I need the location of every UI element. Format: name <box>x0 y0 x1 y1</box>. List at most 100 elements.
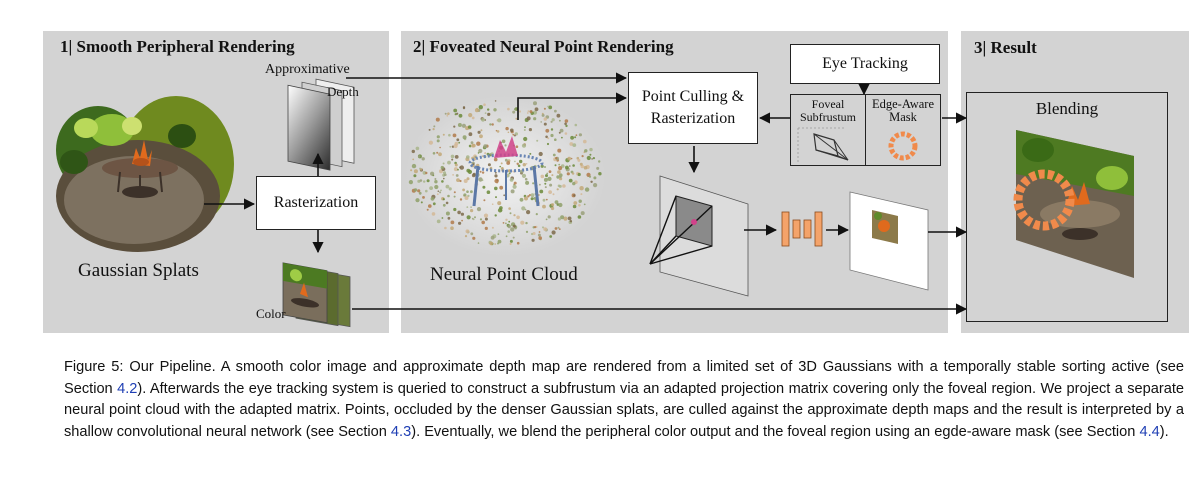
point-cloud-point <box>545 128 550 133</box>
point-cloud-point <box>412 158 415 161</box>
point-cloud-point <box>527 110 530 113</box>
point-cloud-point <box>507 230 511 233</box>
point-cloud-point <box>510 189 515 194</box>
point-cloud-point <box>462 188 465 192</box>
figure-caption: Figure 5: Our Pipeline. A smooth color i… <box>64 357 1184 443</box>
point-cloud-point <box>442 203 446 207</box>
foveal-output-image <box>849 191 929 291</box>
section-ref-4-2[interactable]: 4.2 <box>117 380 138 397</box>
point-cloud-point <box>484 226 488 230</box>
point-cloud-point <box>445 211 450 216</box>
point-cloud-point <box>476 141 481 146</box>
point-cloud-point <box>521 143 527 148</box>
point-cloud-point <box>534 226 537 229</box>
point-cloud-point <box>556 113 561 118</box>
point-cloud-point <box>532 182 535 185</box>
point-cloud-point <box>438 152 442 157</box>
point-cloud-point <box>487 112 491 116</box>
point-cloud-point <box>432 202 436 206</box>
point-cloud-point <box>415 146 420 151</box>
point-cloud-point <box>425 171 428 175</box>
point-cloud-point <box>521 173 527 178</box>
caption-text-4: ). <box>1159 423 1169 440</box>
point-cloud-point <box>493 157 498 162</box>
section-ref-4-3[interactable]: 4.3 <box>390 423 412 440</box>
point-cloud-point <box>575 134 578 137</box>
point-cloud-point <box>471 143 476 148</box>
point-cloud-point <box>426 179 430 183</box>
point-cloud-point <box>538 151 543 157</box>
point-cloud-point <box>512 224 516 228</box>
point-cloud-point <box>531 238 535 242</box>
foveal-subfrustum-box: Foveal Subfrustum <box>790 94 866 166</box>
point-cloud-point <box>478 148 483 154</box>
point-cloud-point <box>569 220 573 223</box>
point-cloud-point <box>551 203 555 207</box>
point-cloud-point <box>537 233 541 237</box>
point-cloud-point <box>529 110 533 114</box>
edge-aware-mask-box: Edge-Aware Mask <box>865 94 941 166</box>
point-cloud-point <box>586 155 591 161</box>
point-cloud-point <box>540 121 542 123</box>
point-cloud-point <box>477 242 480 244</box>
point-cloud-point <box>449 145 452 148</box>
point-cloud-point <box>481 179 484 182</box>
point-cloud-point <box>525 230 529 233</box>
point-cloud-point <box>448 133 451 137</box>
point-cloud-point <box>577 215 582 219</box>
point-cloud-point <box>509 239 513 243</box>
point-cloud-point <box>535 213 538 216</box>
point-cloud-point <box>526 210 531 215</box>
point-cloud-point <box>504 144 507 147</box>
point-cloud-point <box>483 213 489 218</box>
point-cloud-point <box>549 183 553 187</box>
point-cloud-point <box>479 218 483 221</box>
depth-label: Depth <box>327 84 359 99</box>
point-cloud-point <box>593 176 597 180</box>
point-cloud-point <box>596 166 600 170</box>
point-cloud-point <box>493 108 497 112</box>
point-cloud-point <box>442 162 445 165</box>
point-cloud-point <box>524 126 526 128</box>
point-cloud-point <box>487 163 491 167</box>
point-cloud-point <box>579 162 583 166</box>
point-cloud-point <box>572 164 575 167</box>
point-cloud-point <box>457 210 461 215</box>
point-cloud-point <box>444 112 447 115</box>
point-cloud-point <box>540 174 545 179</box>
point-cloud-point <box>514 160 516 163</box>
point-cloud-point <box>466 190 469 193</box>
point-cloud-point <box>466 168 471 173</box>
section-ref-4-4[interactable]: 4.4 <box>1139 423 1160 440</box>
point-cloud-point <box>453 207 457 212</box>
point-cloud-point <box>539 189 544 194</box>
point-cloud-point <box>579 186 584 191</box>
point-cloud-point <box>507 224 511 229</box>
point-cloud-point <box>483 199 486 202</box>
point-cloud-point <box>526 112 529 114</box>
point-cloud-point <box>480 129 483 132</box>
point-cloud-point <box>554 138 557 141</box>
point-cloud-point <box>542 198 546 202</box>
point-cloud-point <box>436 139 440 143</box>
point-cloud-point <box>447 160 451 165</box>
point-cloud-point <box>440 165 444 170</box>
point-cloud-point <box>451 145 455 148</box>
point-cloud-point <box>442 133 445 136</box>
point-cloud-point <box>447 216 451 220</box>
point-cloud-point <box>413 174 417 178</box>
point-cloud-point <box>497 239 502 244</box>
pipeline-figure: 1| Smooth Peripheral Rendering 2| Foveat… <box>43 31 1189 333</box>
point-cloud-point <box>450 154 455 159</box>
point-cloud-point <box>505 222 507 225</box>
point-cloud-point <box>550 206 555 211</box>
point-cloud-point <box>472 218 475 221</box>
point-cloud-point <box>530 193 535 198</box>
point-cloud-point <box>576 156 580 160</box>
point-cloud-point <box>577 172 581 177</box>
point-cloud-point <box>555 156 558 160</box>
point-cloud-point <box>418 155 421 158</box>
point-cloud-point <box>554 200 559 205</box>
point-cloud-point <box>420 201 423 204</box>
point-cloud-point <box>422 196 425 199</box>
